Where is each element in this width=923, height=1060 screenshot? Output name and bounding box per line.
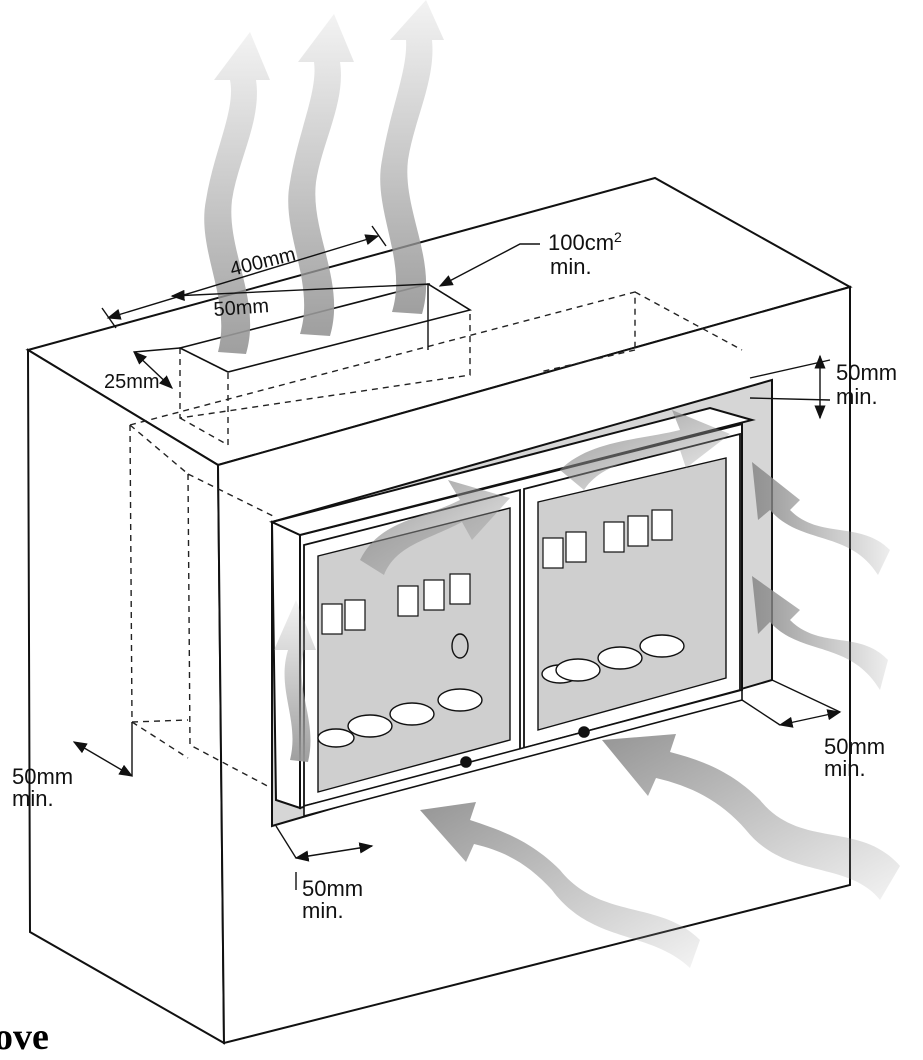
cold-air-bottom-right [602, 734, 900, 900]
dim-left-clear-line [72, 741, 134, 777]
label-left-clear-min: min. [12, 786, 54, 811]
cold-air-left [274, 600, 316, 762]
cold-air-right-1 [752, 462, 890, 575]
vent-duct-hidden [179, 283, 471, 446]
left-door-burners [317, 688, 483, 748]
label-right-clear-min: min. [824, 756, 866, 781]
cold-air-right-2 [752, 576, 888, 690]
breast-left-face [26, 348, 226, 1045]
label-bottom-clear-value: 50mm [302, 876, 363, 901]
left-door-log-holders [321, 573, 471, 635]
dimension-lines [72, 225, 842, 890]
dim-400-line [106, 234, 380, 320]
label-left-clear-value: 50mm [12, 764, 73, 789]
airflow-arrows [204, 0, 900, 968]
dim-50-top-line [170, 283, 431, 302]
label-vent-area-sup: 2 [614, 229, 622, 245]
dim-right-clear-line [778, 709, 842, 728]
label-right-clear-value: 50mm [824, 734, 885, 759]
label-vent-area: 100cm2 [548, 229, 622, 255]
label-50mm-top: 50mm [213, 295, 270, 321]
label-bottom-clear-min: min. [302, 898, 344, 923]
label-top-clear-min: min. [836, 384, 878, 409]
right-door [523, 432, 741, 750]
right-door-burners [541, 634, 685, 684]
dim-25-line [132, 351, 174, 389]
dim-bottom-clear-line [294, 842, 374, 862]
cold-air-bottom-left [420, 802, 700, 968]
convection-arrow-left [360, 480, 510, 575]
label-top-clear-value: 50mm [836, 360, 897, 385]
right-door-log-holders [542, 509, 673, 569]
left-door [303, 488, 521, 808]
vent-area-leader [438, 243, 540, 287]
hot-air-plume-3 [380, 0, 444, 314]
caption-text: ove [0, 1016, 49, 1058]
label-400mm: 400mm [228, 243, 298, 280]
convection-arrow-mid [560, 410, 730, 490]
dimension-labels: 400mm 50mm 25mm 100cm2 min. 50mm min. 50… [12, 229, 897, 923]
label-25mm: 25mm [104, 371, 160, 393]
label-vent-min: min. [550, 254, 592, 279]
